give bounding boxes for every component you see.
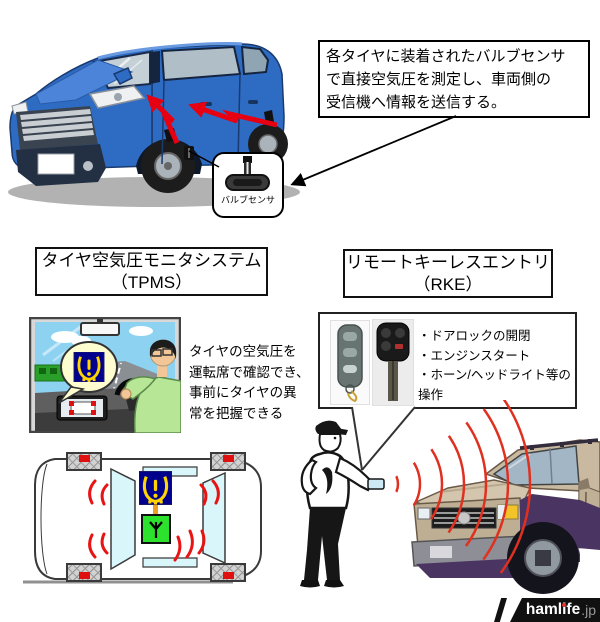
valve-sensor-icon [225, 156, 270, 191]
radio-waves-icon [386, 400, 532, 622]
valve-sensor-callout: バルブセンサ [212, 152, 284, 218]
rke-section-title: リモートキーレスエントリ （RKE） [343, 249, 553, 298]
tpms-warning-icon [139, 471, 172, 505]
license-plate [37, 153, 75, 175]
sensor-explanation-box: 各タイヤに装着されたバルブセンサ で直接空気圧を測定し、車両側の 受信機へ情報を… [318, 40, 590, 118]
logo-tld: .jp [581, 602, 596, 618]
rke-scene-illustration [300, 400, 600, 622]
rke-person-illustration [300, 420, 385, 588]
cap [315, 420, 342, 434]
key-remote-in-hand [367, 478, 385, 490]
rearview-mirror [80, 322, 120, 336]
master-key-icon [376, 322, 410, 401]
rear-window-top [202, 471, 226, 565]
tpms-description-line: 事前にタイヤの異 [189, 385, 297, 400]
tpms-warning-icon [73, 352, 105, 382]
side-mirror [112, 67, 133, 85]
tpms-description: タイヤの空気圧を 運転席で確認でき、 事前にタイヤの異 常を把握できる [189, 342, 314, 424]
truck-headlight-left [417, 507, 431, 520]
callout-arrow [290, 115, 457, 187]
sensor-explanation-line: 受信機へ情報を送信する。 [326, 94, 507, 111]
logo-text: fe [566, 601, 581, 618]
car-top-view-illustration [23, 452, 262, 584]
tpms-title-line2: （TPMS） [110, 273, 193, 292]
glasses [151, 349, 162, 357]
antenna-icon [149, 521, 163, 538]
tpms-description-line: 運転席で確認でき、 [189, 364, 310, 380]
driver-cabin-illustration [29, 317, 181, 433]
remote-fob-photo [330, 320, 370, 405]
windshield-top [110, 467, 136, 571]
logo-text: haml [525, 601, 563, 618]
speech-pointer [352, 407, 415, 470]
rke-title-line2: （RKE） [413, 275, 483, 294]
rke-feature-list: ・ドアロックの開閉 ・エンジンスタート ・ホーン/ヘッドライト等の操作 [418, 327, 576, 405]
rke-title-line1: リモートキーレスエントリ [346, 253, 550, 272]
radio-waves-icon [88, 479, 220, 562]
tpms-description-line: 常を把握できる [189, 405, 284, 421]
rke-info-box: ・ドアロックの開閉 ・エンジンスタート ・ホーン/ヘッドライト等の操作 [318, 312, 577, 409]
pants [304, 508, 346, 580]
rke-feature-item: ・エンジンスタート [418, 348, 531, 363]
minivan-illustration [8, 42, 300, 207]
rke-feature-item: ・ホーン/ヘッドライト等の操作 [418, 368, 571, 402]
tpms-section-title: タイヤ空気圧モニタシステム （TPMS） [35, 247, 268, 296]
logo-slash-decoration [494, 598, 507, 622]
tpms-description-line: タイヤの空気圧を [189, 344, 297, 359]
tpms-title-line1: タイヤ空気圧モニタシステム [41, 251, 262, 270]
master-key-photo [372, 319, 414, 406]
valve-sensor-label: バルブセンサ [220, 195, 275, 205]
logo-text-i: i [562, 601, 567, 618]
remote-fob-icon [337, 324, 363, 403]
sensor-explanation-line: 各タイヤに装着されたバルブセンサ [326, 48, 566, 65]
rke-feature-item: ・ドアロックの開閉 [418, 329, 531, 343]
sensor-explanation-line: で直接空気圧を測定し、車両側の [326, 71, 552, 88]
